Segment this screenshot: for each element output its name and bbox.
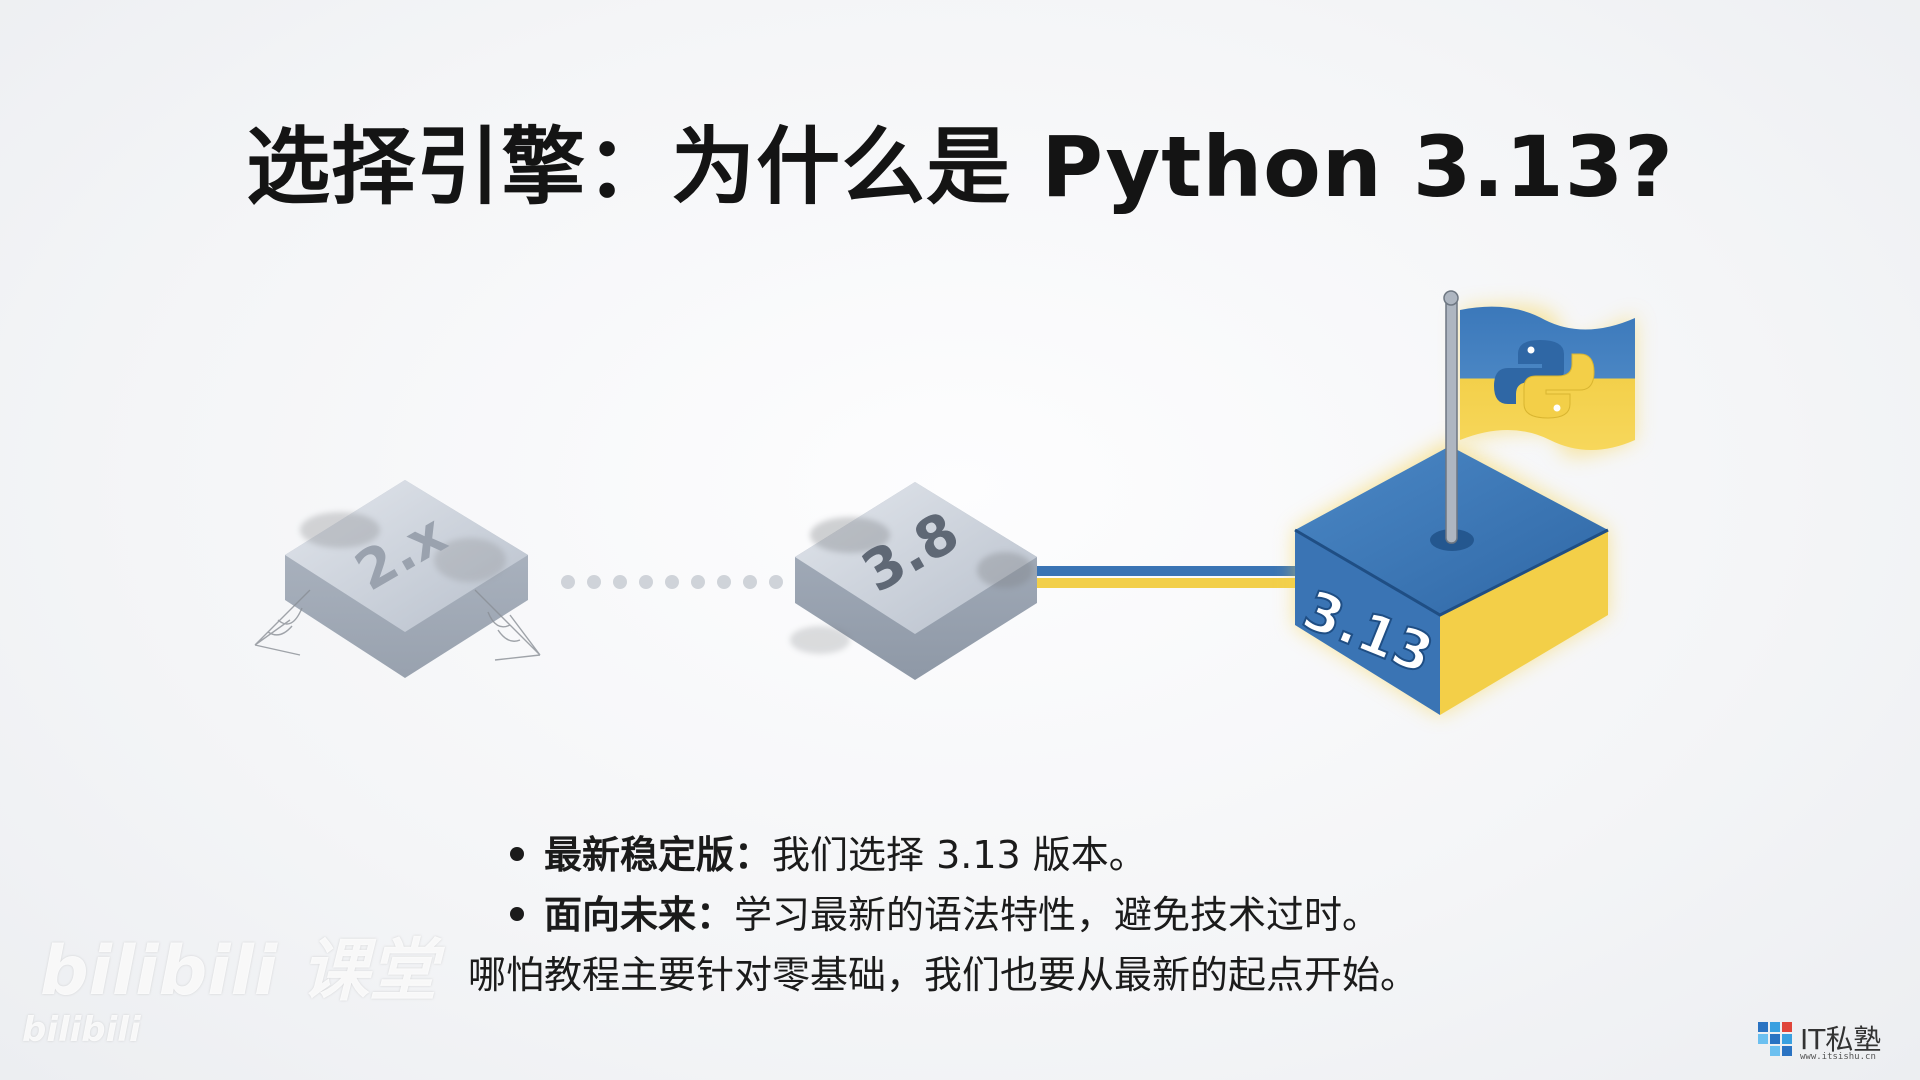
bilibili-watermark: bilibili [22,1010,141,1050]
bullet-text: 学习最新的语法特性，避免技术过时。 [734,893,1380,937]
bullet-heading: 最新稳定版： [544,833,772,877]
node-2x: 2.x [255,480,540,678]
bullet-list: 最新稳定版：我们选择 3.13 版本。 面向未来：学习最新的语法特性，避免技术过… [470,825,1570,1005]
brand-url: www.itsishu.cn [1800,1052,1876,1062]
dotted-connector [561,575,783,589]
bullet-item-stable: 最新稳定版：我们选择 3.13 版本。 [470,825,1570,885]
bullet-heading: 面向未来： [544,893,734,937]
bullet-text: 我们选择 3.13 版本。 [772,833,1147,877]
bullet-item-future: 面向未来：学习最新的语法特性，避免技术过时。 [470,885,1570,945]
bilibili-class-watermark: bilibili 课堂 [40,915,437,1014]
bullet-dot [510,907,524,921]
python-cable [1030,566,1310,588]
bullet-dot [510,847,524,861]
brand-grid-icon [1758,1022,1794,1058]
note-line: 哪怕教程主要针对零基础，我们也要从最新的起点开始。 [468,945,1570,1005]
brand-logo: IT私塾 www.itsishu.cn [1758,1014,1898,1070]
node-38: 3.8 [790,482,1037,680]
